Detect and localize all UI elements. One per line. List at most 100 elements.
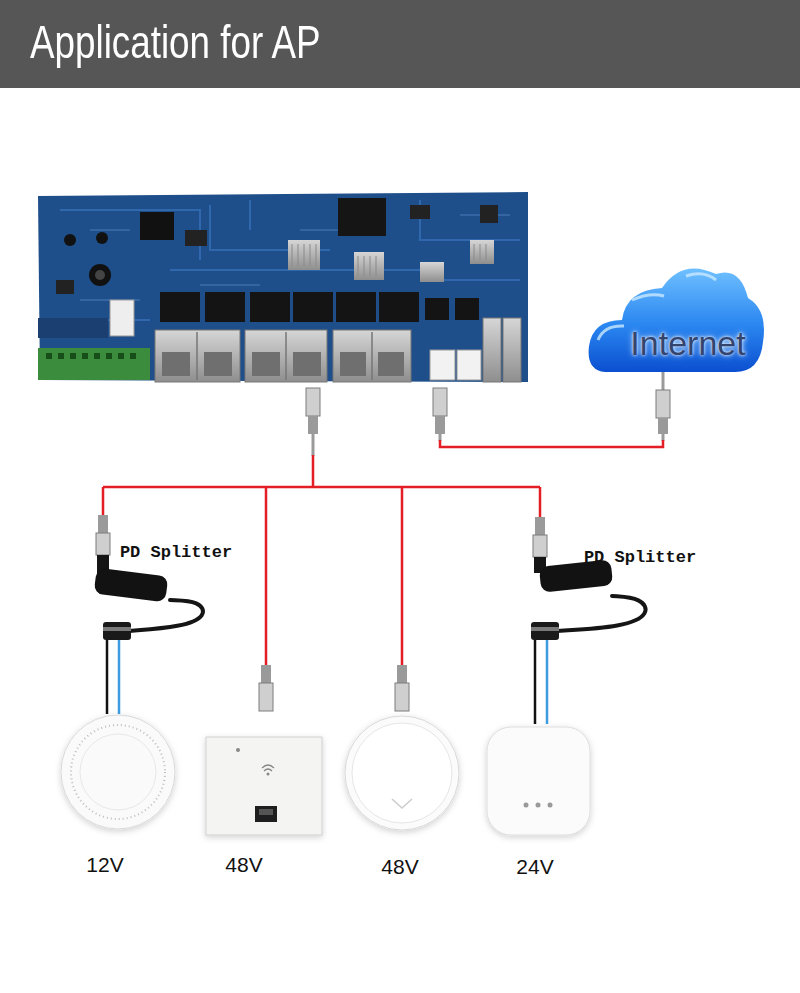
cable-plug	[439, 434, 442, 441]
power-cable	[531, 596, 646, 724]
access-point	[206, 737, 322, 835]
switch-board	[160, 292, 200, 322]
switch-board	[205, 292, 245, 322]
access-point: 12V	[52, 714, 178, 880]
cable-plug	[98, 515, 108, 533]
switch-board	[185, 230, 207, 246]
dc-plug	[531, 627, 559, 631]
switch-board	[338, 198, 386, 236]
switch-board	[96, 232, 108, 244]
power-wire	[546, 640, 549, 724]
cable-plug	[259, 683, 273, 711]
switch-board	[89, 264, 111, 286]
voltage-label: 12V	[86, 853, 123, 877]
switch-board	[430, 350, 455, 380]
cable-plug	[96, 372, 670, 711]
access-point	[80, 734, 156, 810]
internet-cloud	[589, 268, 764, 372]
switch-board	[110, 300, 134, 336]
power-cable	[103, 600, 203, 714]
power-wire	[106, 640, 109, 714]
access-point	[487, 727, 590, 835]
switch-board	[292, 244, 486, 276]
pd-splitter-body	[94, 568, 169, 603]
internet-cloud	[589, 268, 764, 372]
switch-board	[425, 298, 449, 320]
dc-plug	[103, 622, 131, 640]
switch-board	[480, 205, 498, 223]
switch-board	[204, 352, 232, 376]
splitter-label: PD Splitter	[584, 548, 696, 567]
voltage-label: 48V	[225, 853, 262, 877]
cable-plug	[662, 372, 665, 390]
cable-plug	[96, 533, 110, 555]
access-point	[262, 765, 274, 771]
switch-board	[420, 262, 444, 282]
switch-board	[378, 352, 404, 376]
access-point	[536, 803, 541, 808]
pd-splitter: PD Splitter	[530, 540, 702, 596]
switch-board	[503, 318, 521, 382]
voltage-label: 48V	[381, 855, 418, 879]
power-wire	[118, 640, 121, 714]
access-point	[61, 715, 590, 835]
title-text: Application for AP	[30, 14, 320, 70]
switch-board	[197, 332, 372, 380]
switch-board	[64, 234, 76, 246]
access-point	[267, 773, 270, 776]
network-cable	[103, 440, 663, 665]
access-point	[71, 725, 165, 819]
switch-board	[38, 192, 528, 382]
switch-board	[38, 348, 150, 380]
switch-board	[340, 352, 366, 376]
access-point	[352, 723, 452, 823]
access-point	[236, 748, 240, 752]
switch-board	[379, 292, 419, 322]
power-cable	[557, 596, 646, 631]
cable-plug	[397, 665, 407, 683]
switch-board	[293, 352, 321, 376]
cloud-label: Internet	[630, 324, 745, 363]
voltage-label: 24V	[516, 855, 553, 879]
dc-plug	[103, 627, 131, 631]
switch-board	[140, 212, 174, 240]
switch-board	[46, 353, 136, 359]
access-point	[345, 716, 459, 830]
cable-plug	[433, 388, 447, 416]
switch-board	[410, 205, 430, 219]
switch-board	[457, 350, 481, 380]
switch-board	[252, 352, 280, 376]
cable-plug	[533, 535, 547, 557]
pd-splitter: PD Splitter	[90, 538, 240, 600]
access-point	[392, 799, 412, 808]
cable-plug	[656, 390, 670, 418]
network-cable	[103, 440, 663, 665]
switch-board	[56, 280, 74, 294]
pd-splitter-body	[94, 559, 613, 602]
access-point	[548, 803, 553, 808]
switch-board	[250, 292, 290, 322]
cable-plug	[535, 517, 545, 535]
access-point	[259, 809, 273, 815]
power-wire	[534, 640, 537, 724]
cable-plug	[308, 416, 318, 434]
access-point	[61, 715, 175, 829]
access-point: 24V	[482, 724, 596, 880]
power-cable	[129, 600, 203, 631]
cloud-node: Internet	[590, 268, 766, 374]
switch-board	[483, 318, 501, 382]
switch-board	[95, 270, 105, 280]
switch-board	[38, 318, 108, 338]
cable-plug	[435, 416, 445, 434]
access-point: 48V	[342, 714, 462, 880]
switch-board	[293, 292, 333, 322]
cable-plug	[261, 665, 271, 683]
dc-plug	[531, 622, 559, 640]
access-point	[255, 806, 277, 822]
splitter-label: PD Splitter	[120, 543, 232, 562]
header-bar: Application for AP	[0, 0, 800, 88]
access-point: 48V	[198, 732, 328, 880]
access-point	[524, 803, 529, 808]
cable-plug	[662, 434, 665, 441]
switch-board	[455, 298, 479, 320]
